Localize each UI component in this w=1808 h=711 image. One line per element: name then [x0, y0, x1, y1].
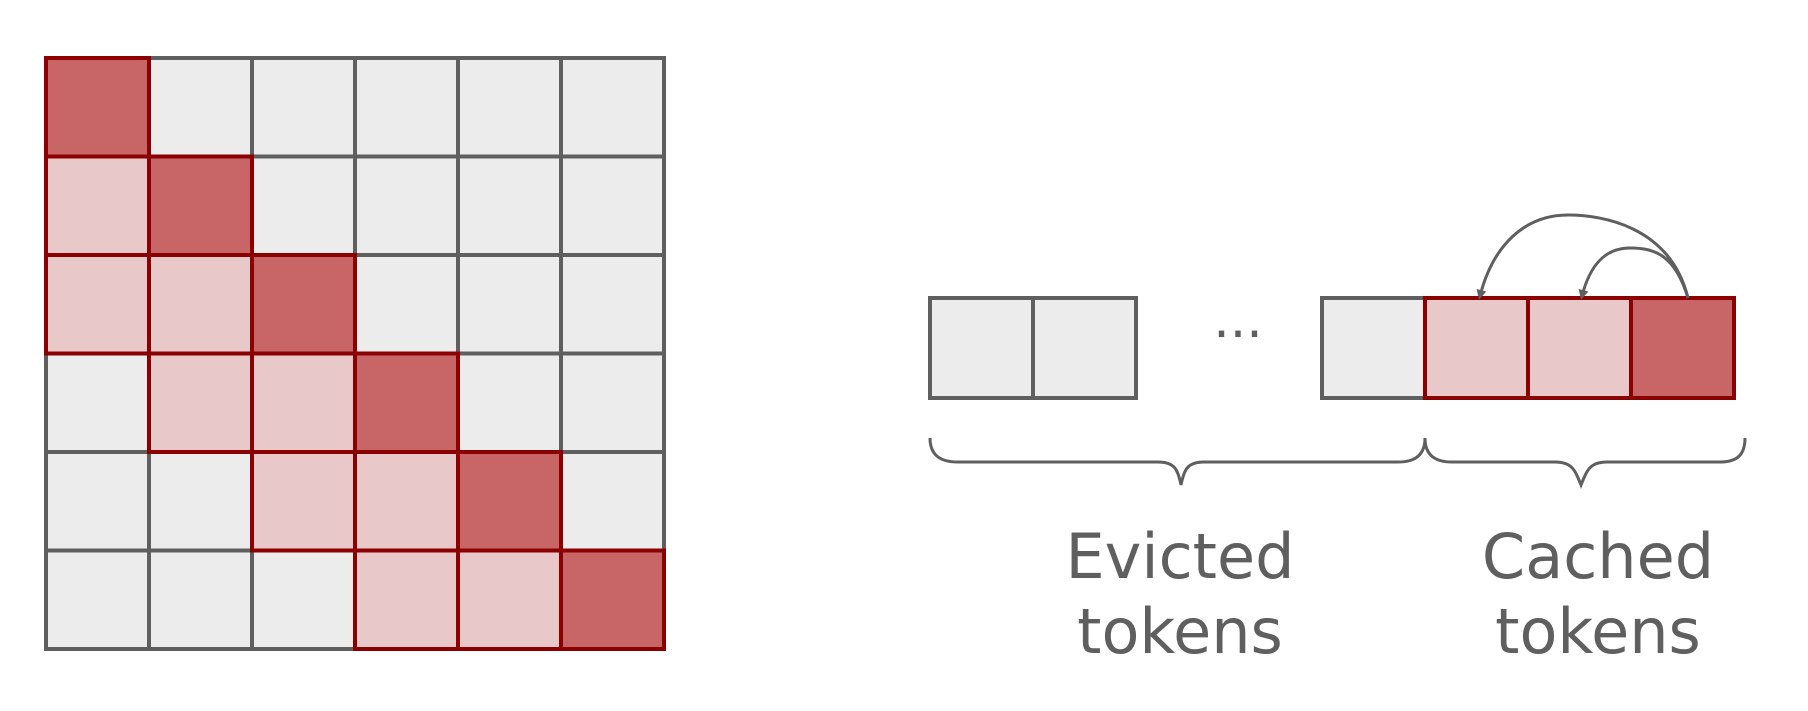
- cached-label-line2: tokens: [1495, 595, 1701, 668]
- evicted-token-cell: [928, 296, 1035, 400]
- matrix-cell-empty: [147, 56, 254, 159]
- matrix-cell-empty: [353, 154, 460, 257]
- matrix-cell-empty: [456, 56, 563, 159]
- evicted-brace: [928, 437, 1427, 486]
- kv-cache-strip: [928, 296, 1736, 400]
- matrix-cell-empty: [456, 351, 563, 454]
- matrix-cell-attended: [44, 253, 151, 356]
- matrix-cell-attended: [456, 548, 563, 651]
- matrix-cell-empty: [559, 154, 666, 257]
- matrix-cell-current: [147, 154, 254, 257]
- matrix-cell-current: [250, 253, 357, 356]
- cached-token-cell: [1423, 296, 1530, 400]
- matrix-cell-empty: [559, 253, 666, 356]
- matrix-cell-empty: [559, 56, 666, 159]
- arrow-to-first-cached: [1476, 213, 1690, 300]
- matrix-cell-empty: [147, 450, 254, 553]
- matrix-cell-attended: [147, 351, 254, 454]
- matrix-cell-attended: [353, 450, 460, 553]
- ellipsis-dots: ···: [1213, 305, 1263, 365]
- matrix-cell-attended: [353, 548, 460, 651]
- window-cell-outline: [559, 548, 666, 651]
- matrix-cell-empty: [353, 253, 460, 356]
- matrix-cell-empty: [456, 154, 563, 257]
- evicted-token-cell: [1031, 296, 1138, 400]
- arrow-to-second-cached: [1578, 246, 1690, 300]
- matrix-cell-empty: [250, 154, 357, 257]
- evicted-token-cell: [1320, 296, 1427, 400]
- attention-mask-matrix: [44, 56, 666, 651]
- matrix-cell-empty: [44, 450, 151, 553]
- attention-window-outline: [44, 56, 666, 651]
- cache-attention-arrows: [1476, 213, 1690, 300]
- matrix-cell-empty: [44, 548, 151, 651]
- matrix-cell-current: [44, 56, 151, 159]
- matrix-cell-empty: [559, 450, 666, 553]
- matrix-cell-empty: [353, 56, 460, 159]
- current-token-cell: [1629, 296, 1736, 400]
- cached-token-cell: [1526, 296, 1633, 400]
- matrix-cell-empty: [559, 351, 666, 454]
- matrix-cell-empty: [456, 253, 563, 356]
- evicted-label-line2: tokens: [1077, 595, 1283, 668]
- matrix-cell-empty: [147, 548, 254, 651]
- matrix-cell-attended: [44, 154, 151, 257]
- matrix-cell-empty: [44, 351, 151, 454]
- matrix-cell-empty: [250, 548, 357, 651]
- matrix-cell-attended: [250, 450, 357, 553]
- matrix-cell-current: [353, 351, 460, 454]
- cached-label-line1: Cached: [1482, 520, 1714, 593]
- cached-brace: [1423, 437, 1747, 490]
- matrix-cell-empty: [250, 56, 357, 159]
- matrix-cell-attended: [147, 253, 254, 356]
- evicted-label-line1: Evicted: [1066, 520, 1295, 593]
- matrix-cell-attended: [250, 351, 357, 454]
- matrix-cell-current: [456, 450, 563, 553]
- matrix-cell-current: [559, 548, 666, 651]
